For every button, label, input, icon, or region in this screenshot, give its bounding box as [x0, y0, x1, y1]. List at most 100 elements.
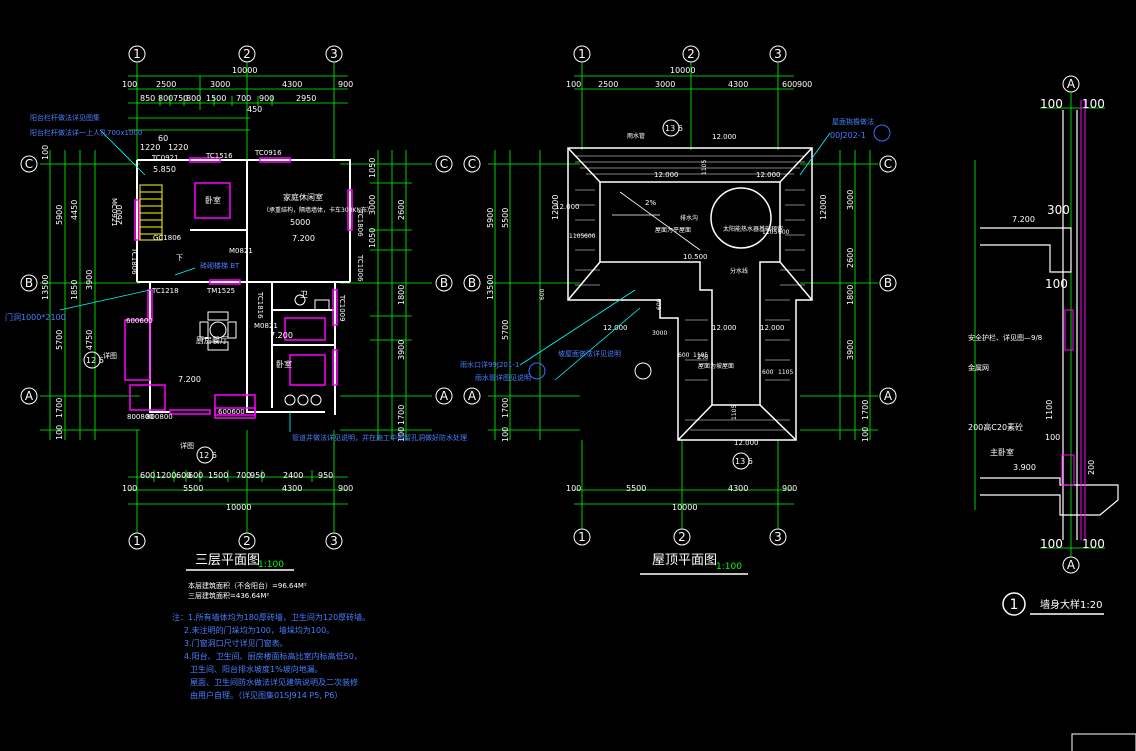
note-line: 屋面、卫生间防水做法详见建筑说明及二次装修 [190, 677, 358, 687]
dim-detail: 2950 [296, 94, 316, 103]
dim-span: 2500 [598, 80, 618, 89]
label-opening: 600600 [218, 408, 245, 416]
room-dim-family: 5000 [290, 218, 310, 227]
floor-dim-texts-bottom: 600 1200 600 600 1500 700 950 2400 950 1… [122, 471, 353, 512]
dim-vert: 2600 [397, 200, 406, 220]
roof-title-block: 屋顶平面图 1:100 [640, 553, 748, 575]
floor-stair [139, 184, 163, 241]
room-note-family: （承重结构，隔墙墙体，卡车300KN布） [263, 206, 373, 214]
wall-detail: A A 100 100 100 100 300 100 [968, 75, 1136, 751]
roof-text: 太阳能热水器基础预留 [723, 225, 783, 233]
dim-vert: 1800 [846, 285, 855, 305]
dim-span: 5500 [626, 484, 646, 493]
level-mark: 12.000 [603, 324, 628, 332]
axis-C: C [25, 157, 33, 171]
arrow-label: 详图 [103, 351, 117, 360]
dim-detail: 100 [1040, 537, 1063, 551]
roof-plan: 1 2 3 1 2 3 C B A C B A [460, 45, 897, 575]
axis-B: B [440, 276, 448, 290]
roof-text: 雨水管 [627, 132, 645, 140]
dim-span: 4300 [728, 484, 748, 493]
axis-1: 1 [133, 534, 141, 548]
dim-edge: 100 [566, 80, 581, 89]
dim-total-top: 10000 [232, 66, 257, 75]
axis-3: 3 [330, 534, 338, 548]
level-mark: 12.000 [654, 171, 679, 179]
dim-edge: 900 [797, 80, 812, 89]
annotation-bottom: 管道井做法详见说明，并在施工中预留孔洞做好防水处理 [292, 433, 467, 442]
dim-small: 1220 [168, 143, 188, 152]
floor-windows [124, 157, 353, 419]
dim-vert: 12000 [551, 195, 560, 220]
dim-small: 1105 [731, 405, 738, 420]
dim-small: 1105 [693, 352, 708, 359]
axis-A: A [468, 389, 477, 403]
label-window: TC1816 [256, 291, 264, 319]
dim-detail: 1500 [208, 471, 228, 480]
level-mark: 12.000 [712, 133, 737, 141]
roof-scale: 1:100 [716, 562, 742, 572]
detail-dims: 100 100 100 100 300 100 [1040, 97, 1105, 551]
annotation-text: 坡屋面做法详见说明 [558, 349, 621, 358]
slope-label: 2% [645, 199, 656, 207]
detail-title: 墙身大样 [1040, 598, 1080, 611]
detail-number: 1 [1010, 597, 1019, 613]
detail-small-dims: 1100 100 200 7.200 3.900 安全护栏、详见图—9/8 金属… [968, 215, 1096, 475]
roof-annotations: 屋面挑檐做法 00J202-1 雨水口详99J201-1 雨水管详图见说明 坡屋… [460, 117, 874, 382]
arrow-label: 详图 [180, 441, 194, 450]
axis-A: A [1067, 77, 1076, 91]
dim-edge: 100 [566, 484, 581, 493]
floor-component-labels: TC0921 TC1516 TC0916 M0821 TC1218 TM1525… [110, 149, 364, 421]
dim-detail: 100 [1040, 97, 1063, 111]
dim-vert: 3900 [397, 340, 406, 360]
dimension-lines-top [40, 62, 432, 533]
detail-label: 金属网 [968, 363, 989, 372]
axis-2: 2 [678, 530, 686, 544]
roof-levels: 12.000 12.000 12.000 10.500 12.000 12.00… [555, 133, 785, 447]
floor-dim-texts-left: 100 5900 13500 5700 1700 100 4450 1850 4… [41, 145, 124, 440]
floor-levels: 5.850 7.200 7.200 7.200 [153, 165, 315, 384]
floor-leaders [59, 129, 291, 432]
dim-vert: 5500 [501, 208, 510, 228]
label-window: TC1806 [356, 209, 364, 237]
axis-2: 2 [243, 47, 251, 61]
dim-detail: 800 [158, 94, 173, 103]
dim-small: 60 [158, 134, 168, 143]
dim-span: 4300 [282, 80, 302, 89]
axis-A: A [1067, 558, 1076, 572]
label-window: TC0916 [254, 149, 282, 157]
note-line: 卫生间、阳台排水坡度1%坡向地漏。 [190, 664, 323, 674]
dim-vert: 100 [397, 427, 406, 442]
dim-span: 5500 [183, 484, 203, 493]
dim-detail: 700 [236, 94, 251, 103]
dim-vert: 1700 [861, 400, 870, 420]
roof-text: 屋面为平屋面 [655, 226, 691, 234]
dim-detail: 300 [1047, 203, 1070, 217]
dim-small: 600 [584, 233, 596, 240]
level-mark: 5.850 [153, 165, 176, 174]
level-mark: 12.000 [734, 439, 759, 447]
dim-vert: 13500 [486, 275, 495, 300]
axis-1: 1 [578, 47, 586, 61]
dim-detail: 1500 [206, 94, 226, 103]
room-label-kitchen: 厨房餐厅 [196, 335, 228, 345]
slope-label: 2% [697, 353, 708, 361]
level-mark: 12.000 [712, 324, 737, 332]
dim-small: 450 [247, 105, 262, 114]
dim-edge: 900 [782, 484, 797, 493]
label-opening: 600600 [126, 317, 153, 325]
roof-outline [567, 147, 813, 441]
dim-vert: 2600 [115, 205, 124, 225]
dim-vert: 5700 [55, 330, 64, 350]
detail-magenta [1061, 100, 1086, 540]
arrow-label: 下 [176, 254, 183, 262]
dim-vert: 5700 [501, 320, 510, 340]
note-line: 由用户自理。（详见图集01SJ914 P5, P6） [190, 690, 342, 700]
level-mark: 12.000 [760, 324, 785, 332]
dim-vert: 3900 [846, 340, 855, 360]
dim-detail: 100 [1045, 277, 1068, 291]
dim-vert: 1050 [368, 228, 377, 248]
roof-callouts: 13 6 13 6 [528, 119, 891, 470]
area-text: 本层建筑面积（不含阳台）=96.64M² [188, 581, 307, 590]
